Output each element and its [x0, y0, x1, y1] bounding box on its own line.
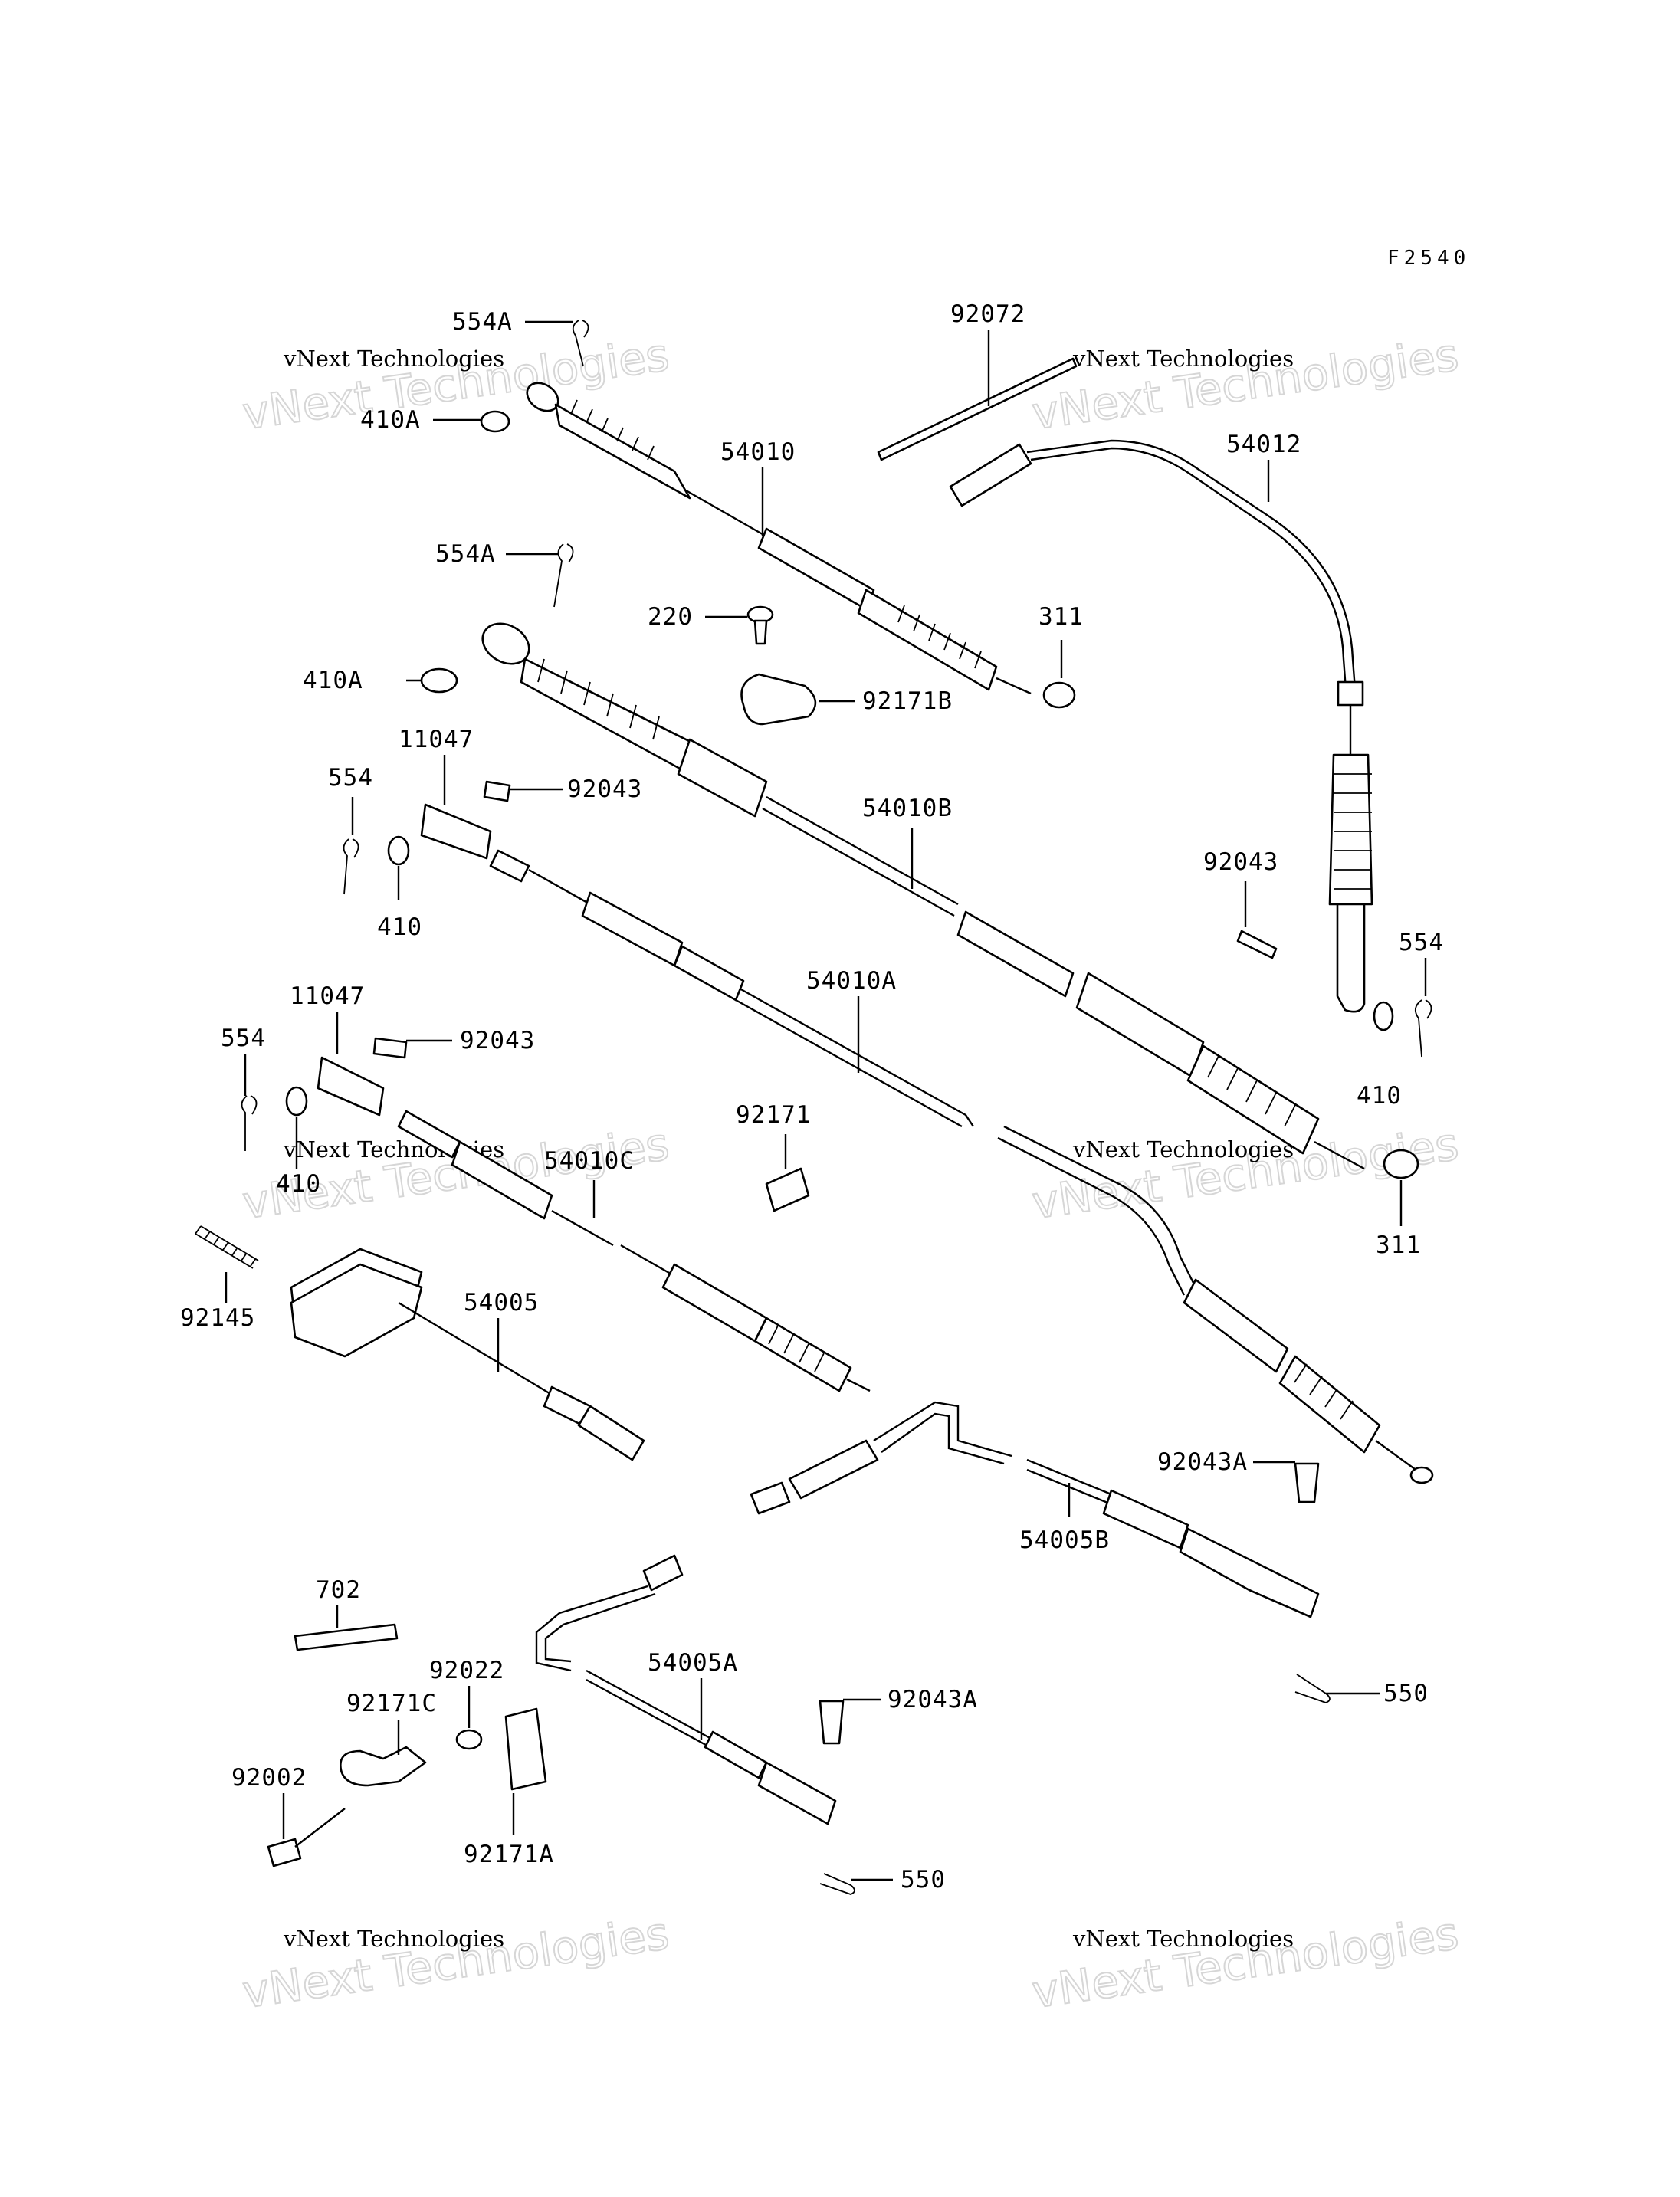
label-92043A-bottom: 92043A	[888, 1686, 978, 1713]
spring-92145	[195, 1225, 259, 1269]
label-554-far-left: 554	[221, 1025, 266, 1052]
label-92171C: 92171C	[346, 1690, 437, 1717]
label-92072: 92072	[950, 300, 1025, 328]
washer-410A-top	[480, 410, 510, 433]
clamp-92171A	[504, 1707, 547, 1791]
label-92145: 92145	[180, 1304, 255, 1332]
label-554-right: 554	[1399, 929, 1444, 956]
bolt-92002-shaft	[294, 1808, 346, 1848]
label-54012: 54012	[1226, 431, 1301, 458]
bolt-220	[746, 605, 774, 645]
label-54010C: 54010C	[544, 1147, 635, 1175]
clip-554A-mid	[553, 543, 574, 608]
watermark-outline: vNext Technologies	[239, 1907, 671, 2018]
label-410A-top: 410A	[360, 406, 421, 434]
label-550-bottom: 550	[901, 1866, 946, 1894]
nut-311-top	[1042, 681, 1076, 709]
label-54005: 54005	[464, 1289, 539, 1317]
label-220: 220	[648, 603, 693, 631]
cable-54005	[290, 1248, 645, 1461]
cable-54010A	[489, 849, 1434, 1484]
label-92043-right: 92043	[1203, 848, 1278, 876]
label-54010B: 54010B	[862, 795, 953, 822]
label-54005A: 54005A	[648, 1649, 738, 1677]
label-311-bottom: 311	[1376, 1231, 1421, 1259]
label-92002: 92002	[231, 1764, 307, 1792]
tube-702	[294, 1623, 399, 1651]
watermark-bottom-left: vNext Technologies vNext Technologies	[238, 1907, 672, 2019]
watermark-text: vNext Technologies	[283, 1926, 504, 1952]
clip-554-far-left	[241, 1095, 258, 1151]
label-11047-bottom: 11047	[290, 982, 365, 1010]
pin-92043A-top	[1294, 1462, 1320, 1503]
clip-92171	[765, 1167, 810, 1212]
label-410-left: 410	[377, 913, 422, 941]
watermark-text: vNext Technologies	[1072, 1926, 1294, 1952]
label-92171: 92171	[736, 1101, 811, 1129]
watermark-outline: vNext Technologies	[1029, 1907, 1461, 2018]
label-311-top: 311	[1039, 603, 1084, 631]
label-550-top: 550	[1383, 1680, 1429, 1707]
label-92022: 92022	[429, 1657, 504, 1684]
label-92043-top: 92043	[567, 776, 642, 803]
bracket-92171C	[340, 1746, 427, 1787]
washer-410-left	[387, 835, 410, 866]
pin-92043-mid	[372, 1037, 408, 1059]
watermark-text: vNext Technologies	[1072, 346, 1294, 372]
pin-92043-top	[483, 780, 511, 802]
clip-554A-top	[572, 320, 589, 367]
cable-54010	[526, 382, 1032, 695]
label-54010A: 54010A	[806, 967, 897, 995]
washer-410-far-left	[285, 1086, 308, 1117]
cable-54012	[949, 439, 1373, 1013]
watermark-bottom-right: vNext Technologies vNext Technologies	[1028, 1907, 1462, 2019]
label-410A-mid: 410A	[303, 667, 363, 694]
label-554A-mid: 554A	[435, 540, 496, 568]
diagram-code: F2540	[1387, 247, 1470, 270]
label-54010: 54010	[720, 438, 796, 466]
clip-554-left	[343, 838, 359, 895]
watermark-top-right: vNext Technologies vNext Technologies	[1028, 328, 1462, 441]
nut-311-bottom	[1383, 1149, 1419, 1179]
bracket-11047-bottom	[317, 1056, 385, 1117]
label-92043A-top: 92043A	[1157, 1448, 1248, 1476]
label-54005B: 54005B	[1019, 1526, 1110, 1554]
clip-550-top	[1294, 1674, 1331, 1703]
label-410-right: 410	[1357, 1082, 1402, 1110]
watermark-text: vNext Technologies	[1072, 1136, 1294, 1162]
washer-410-right	[1373, 1001, 1394, 1031]
label-554-left: 554	[328, 764, 373, 792]
clip-554-right	[1414, 999, 1432, 1058]
watermark-top-left: vNext Technologies vNext Technologies	[238, 328, 672, 441]
leader-lines	[225, 320, 1427, 1881]
washer-410A-mid	[420, 667, 458, 694]
cable-54010B	[481, 622, 1365, 1170]
clip-550-bottom	[819, 1873, 855, 1895]
bracket-11047-top	[420, 803, 492, 860]
label-11047-top: 11047	[399, 726, 474, 753]
clamp-92171B	[740, 673, 817, 726]
bolt-92002	[267, 1838, 302, 1867]
pin-92043A-bottom	[819, 1700, 845, 1745]
cable-54005A	[535, 1554, 837, 1825]
label-702: 702	[316, 1576, 361, 1604]
watermark-text: vNext Technologies	[283, 346, 504, 372]
label-554A-top: 554A	[452, 308, 513, 336]
pin-92043-right	[1236, 930, 1278, 959]
washer-92022	[455, 1729, 483, 1750]
label-92043-mid: 92043	[460, 1027, 535, 1054]
label-410-far-left: 410	[276, 1170, 321, 1198]
label-92171A: 92171A	[464, 1841, 554, 1868]
cable-54005B	[750, 1401, 1320, 1618]
cable-54010C	[397, 1110, 871, 1392]
cable-tie-92072	[877, 357, 1078, 461]
label-92171B: 92171B	[862, 687, 953, 715]
